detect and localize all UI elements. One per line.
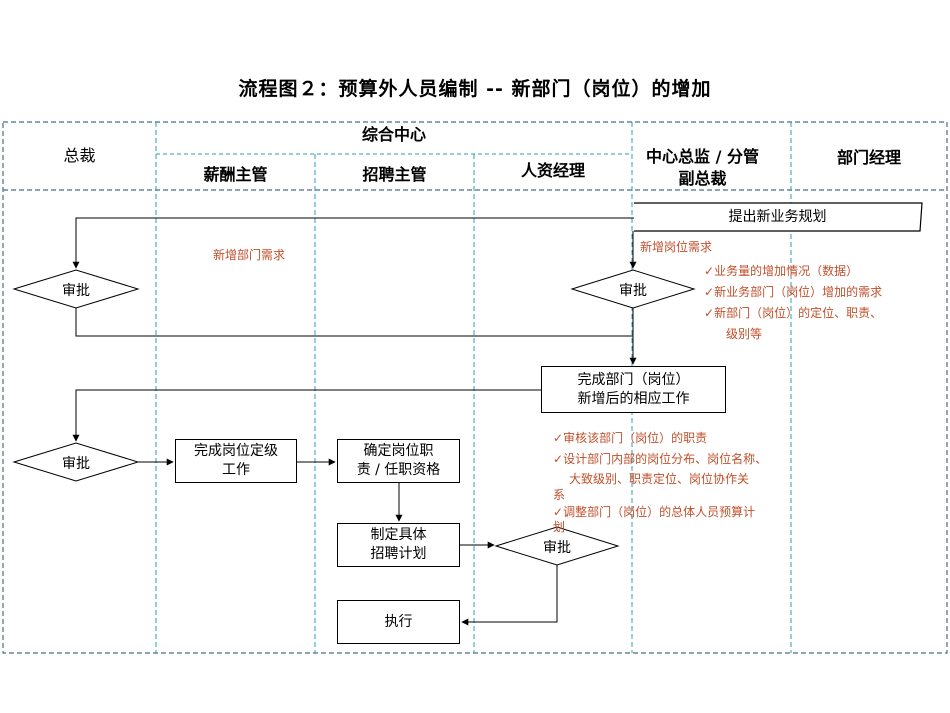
annotation-list2: ✓审核该部门（岗位）的职责 ✓设计部门内部的岗位分布、岗位名称、 大致级别、职责… [553,428,768,534]
approve2-label: 审批 [619,283,647,299]
lane-recruit: 招聘主管 [362,165,427,184]
lane-hr-manager: 人资经理 [520,161,585,180]
approve1-diamond [12,269,140,309]
annotation-item: ✓设计部门内部的岗位分布、岗位名称、 [553,452,768,466]
grade-box: 完成岗位定级 工作 [175,439,297,483]
execute-box: 执行 [337,600,460,644]
swimlane-frame [2,121,948,654]
page-title: 流程图２：预算外人员编制 -- 新部门（岗位）的增加 [238,78,712,100]
annotation-item: 系 [553,488,566,502]
lane-president: 总裁 [63,146,96,165]
plan-hire-box: 制定具体 招聘计划 [337,523,460,567]
connector [72,217,634,269]
connector [72,389,541,442]
annotation-item: 大致级别、职责定位、岗位协作关 [569,472,750,486]
annotation-item: 级别等 [726,327,763,341]
annotation-item: ✓调整部门（岗位）的总体人员预算计 [553,505,756,519]
approve3-label: 审批 [62,456,90,472]
annotation-item: ✓新业务部门（岗位）增加的需求 [704,285,883,299]
annotation-item: 划 [553,520,566,534]
approve1-label: 审批 [62,283,90,299]
connector [461,565,558,626]
duties-box: 确定岗位职 责 / 任职资格 [337,439,460,483]
plan-shape [634,202,923,232]
connector [75,308,633,337]
approve4-diamond [494,526,620,566]
lane-center: 综合中心 [361,125,426,144]
lane-director: 中心总监 / 分管副总裁 [646,147,759,188]
approve4-label: 审批 [543,540,571,556]
lane-salary: 薪酬主管 [203,165,268,184]
approve2-diamond [570,269,696,309]
complete-work-box: 完成部门（岗位） 新增后的相应工作 [541,366,726,413]
annotation-item: ✓业务量的增加情况（数据） [704,264,859,278]
lane-dept-manager: 部门经理 [836,148,901,167]
annotation-item: ✓新部门（岗位）的定位、职责、 [704,306,883,320]
annotation-item: ✓审核该部门（岗位）的职责 [553,431,708,445]
annotation-list1: ✓业务量的增加情况（数据） ✓新业务部门（岗位）增加的需求 ✓新部门（岗位）的定… [704,261,882,345]
annotation-new-dept: 新增部门需求 [213,248,286,262]
annotation-new-post: 新增岗位需求 [640,240,713,254]
plan-label: 提出新业务规划 [728,208,827,225]
